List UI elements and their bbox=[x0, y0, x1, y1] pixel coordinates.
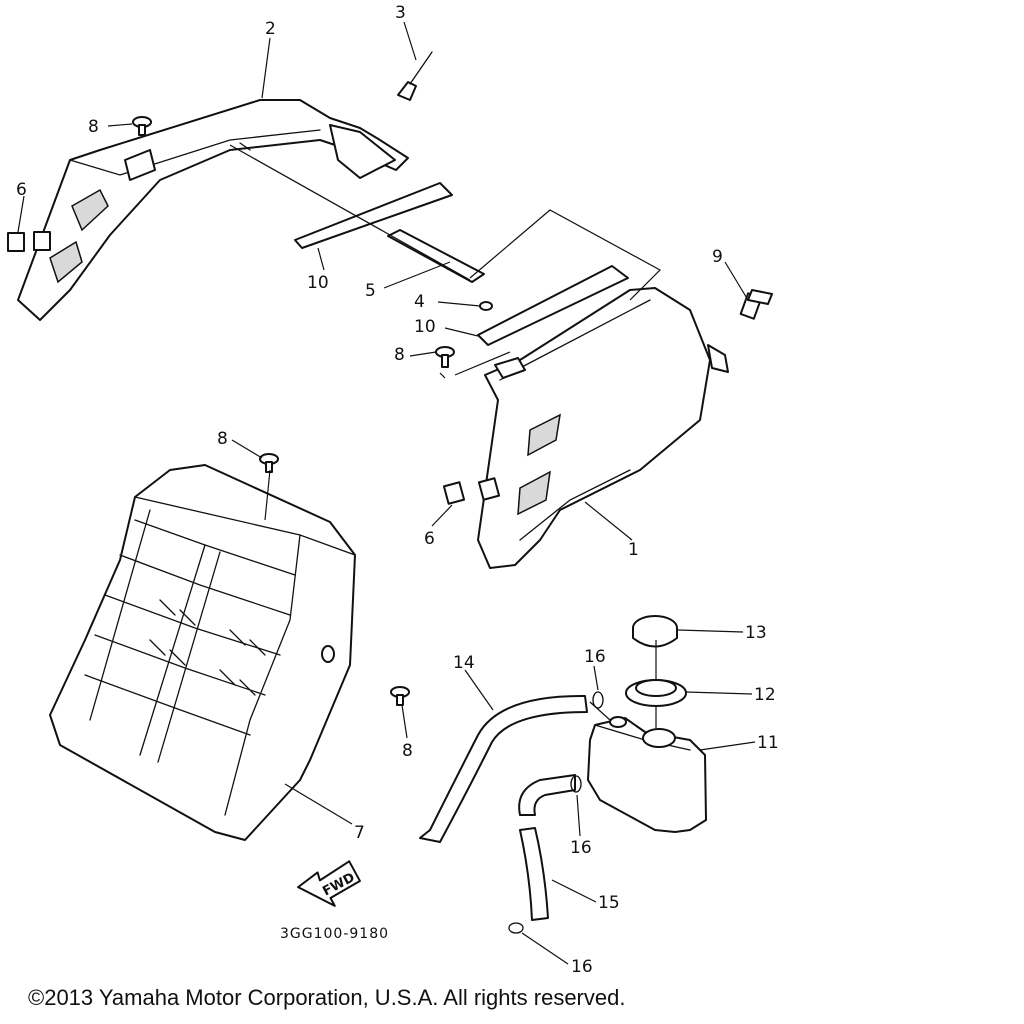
part-10-upper-strip bbox=[294, 182, 453, 249]
callout-10-upper: 10 bbox=[307, 273, 329, 293]
part-4-grommet bbox=[479, 301, 493, 311]
callout-6-right: 6 bbox=[424, 529, 435, 549]
part-12-gasket bbox=[625, 679, 687, 707]
callout-15: 15 bbox=[598, 893, 620, 913]
callout-2: 2 bbox=[265, 19, 276, 39]
part-8-screw-shroud-side bbox=[390, 686, 410, 706]
part-8-screw-shroud-top bbox=[259, 453, 279, 473]
copyright-notice: ©2013 Yamaha Motor Corporation, U.S.A. A… bbox=[28, 985, 626, 1010]
part-8-screw-upper-left bbox=[132, 116, 152, 136]
callout-12: 12 bbox=[754, 685, 776, 705]
part-10-lower-strip bbox=[477, 265, 629, 346]
callout-1: 1 bbox=[628, 540, 639, 560]
callout-4: 4 bbox=[414, 292, 425, 312]
part-16-clip-upper bbox=[592, 691, 604, 709]
callout-6-left: 6 bbox=[16, 180, 27, 200]
callout-16-middle: 16 bbox=[570, 838, 592, 858]
callout-11: 11 bbox=[757, 733, 779, 753]
part-7-radiator-shroud bbox=[49, 464, 356, 841]
callout-leaders bbox=[17, 21, 756, 965]
callout-7: 7 bbox=[354, 823, 365, 843]
part-13-cap bbox=[632, 615, 678, 648]
forward-arrow-icon: FWD bbox=[297, 860, 361, 907]
part-14-hose bbox=[419, 694, 588, 843]
callout-16-upper: 16 bbox=[584, 647, 606, 667]
callout-8-shroud-side: 8 bbox=[402, 741, 413, 761]
part-15-hose bbox=[518, 774, 576, 921]
callout-9: 9 bbox=[712, 247, 723, 267]
part-6-clip-left bbox=[7, 231, 51, 252]
callout-14: 14 bbox=[453, 653, 475, 673]
part-16-clip-lower bbox=[508, 922, 524, 934]
part-5-bar bbox=[387, 229, 485, 283]
assembly-lines bbox=[229, 144, 661, 728]
part-11-reservoir-tank bbox=[587, 716, 707, 833]
part-9-bolt bbox=[739, 289, 773, 320]
part-6-clip-right bbox=[442, 477, 501, 505]
callout-8-center: 8 bbox=[394, 345, 405, 365]
part-2-left-cover bbox=[17, 99, 409, 321]
callout-3: 3 bbox=[395, 3, 406, 23]
callout-16-lower: 16 bbox=[571, 957, 593, 977]
grille-louvers bbox=[84, 509, 296, 763]
part-16-clip-middle bbox=[570, 775, 582, 793]
drawing-code: 3GG100-9180 bbox=[280, 926, 389, 942]
part-1-right-cover bbox=[477, 287, 729, 569]
callout-8-shroud-top: 8 bbox=[217, 429, 228, 449]
callout-labels: 1 2 3 4 5 6 6 7 8 8 8 8 9 10 10 11 12 13… bbox=[16, 3, 779, 977]
callout-13: 13 bbox=[745, 623, 767, 643]
part-3-bolt bbox=[397, 51, 433, 101]
callout-10-lower: 10 bbox=[414, 317, 436, 337]
callout-8-upper-left: 8 bbox=[88, 117, 99, 137]
callout-5: 5 bbox=[365, 281, 376, 301]
part-8-screw-center bbox=[435, 346, 455, 368]
